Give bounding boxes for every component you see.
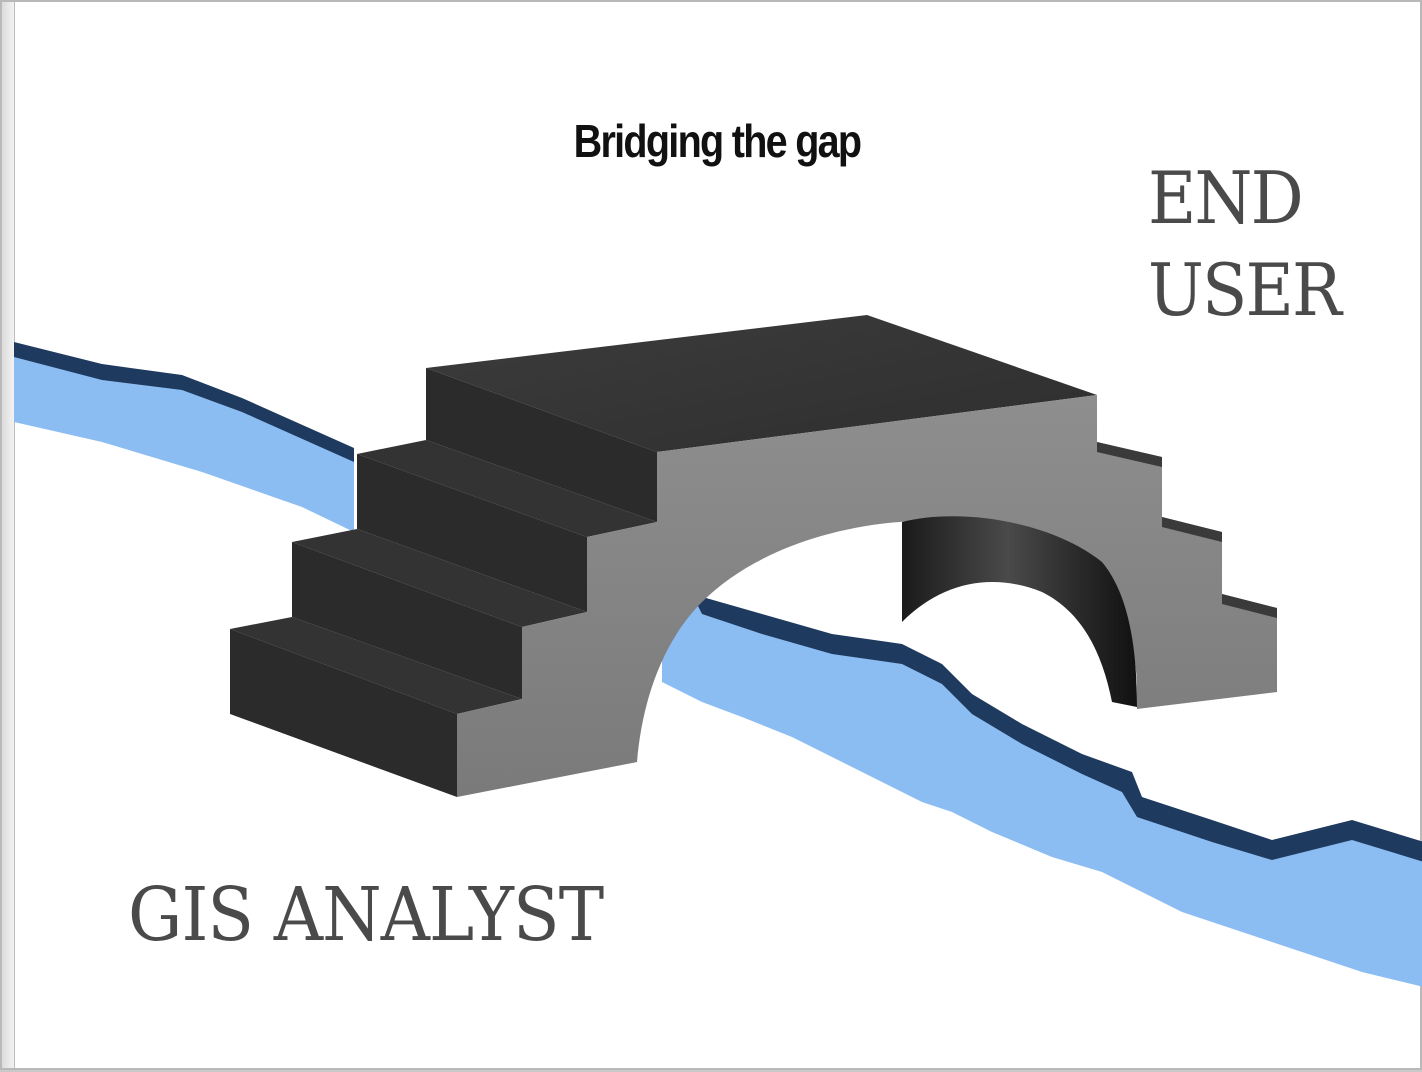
river-graphic [14,342,1422,987]
stone-bridge-graphic [230,315,1277,797]
end-user-line-2: USER [1148,248,1342,332]
left-step-top-3 [357,440,657,537]
river-right-light [662,597,1422,987]
right-step-top-3 [1222,594,1277,618]
river-left-light [14,347,354,532]
gis-analyst-label: GIS ANALYST [128,872,604,958]
river-left-bank [14,342,354,462]
river-right-bank [692,594,1422,862]
left-step-side-1 [230,629,457,797]
left-step-top-1 [230,617,522,714]
left-step-top-2 [292,529,587,627]
left-step-side-3 [357,454,587,612]
right-step-top-2 [1162,517,1222,542]
right-step-top-1 [1097,442,1162,467]
end-user-label: END USER [1148,152,1342,336]
diagram-title: Bridging the gap [573,115,862,167]
end-user-line-1: END [1148,156,1304,240]
bridge-deck-top [426,315,1097,452]
bridge-arch-interior [902,516,1137,707]
left-step-side-2 [292,542,522,699]
bridge-front-face [457,395,1277,797]
left-step-side-top [426,368,657,522]
